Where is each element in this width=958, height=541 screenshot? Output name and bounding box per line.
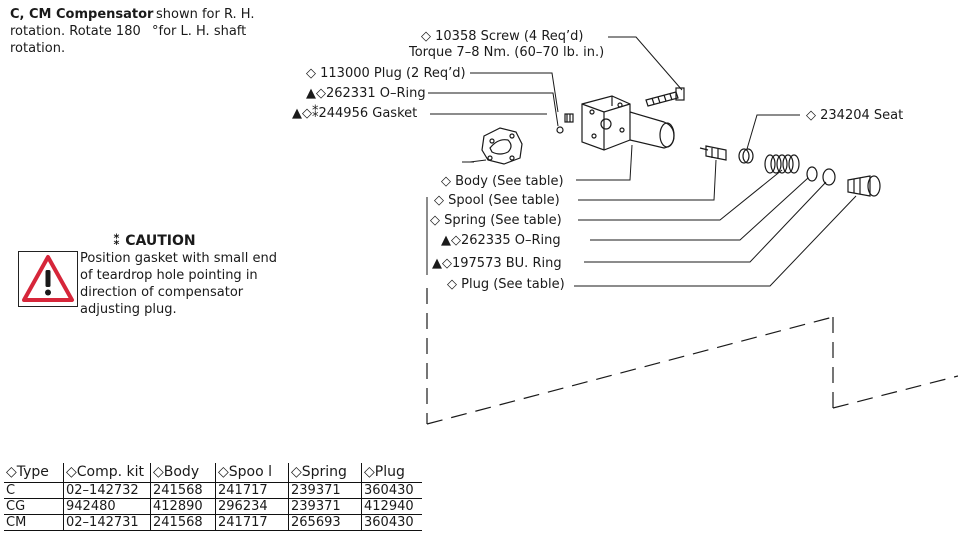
cell-body: 241568: [150, 514, 216, 531]
cell-spool: 296234: [215, 498, 289, 515]
spool-part: [699, 145, 727, 161]
col-spring: ◇Spring: [288, 463, 362, 483]
cell-body: 412890: [150, 498, 216, 515]
cell-spring: 239371: [288, 498, 362, 515]
cell-type: CM: [4, 514, 64, 531]
cell-plug: 360430: [361, 482, 422, 499]
adjusting-plug-part: [847, 175, 881, 197]
cell-spring: 265693: [288, 514, 362, 531]
header-line2: rotation. Rotate 180: [10, 24, 141, 39]
small-plug-part: [564, 113, 574, 123]
callout-backup-ring: ▲◇197573 BU. Ring: [432, 256, 562, 271]
callout-spool: ◇ Spool (See table): [434, 193, 560, 208]
backup-ring-part: [822, 168, 836, 186]
col-comp-kit: ◇Comp. kit: [63, 463, 151, 483]
col-plug: ◇Plug: [361, 463, 422, 483]
col-spool: ◇Spoo l: [215, 463, 289, 483]
caution-line-2: of teardrop hole pointing in: [80, 268, 258, 283]
table-row: CM 02–142731 241568 241717 265693 360430: [4, 514, 422, 531]
cell-plug: 360430: [361, 514, 422, 531]
callout-spring: ◇ Spring (See table): [430, 213, 562, 228]
callout-oring-262335: ▲◇262335 O–Ring: [441, 233, 561, 248]
cell-comp-kit: 02–142731: [63, 514, 151, 531]
caution-icon: [18, 251, 78, 307]
callout-screw-line1: ◇ 10358 Screw (4 Req’d): [421, 29, 584, 44]
leader-lines: [426, 36, 857, 287]
caution-line-4: adjusting plug.: [80, 302, 177, 317]
header-title: C, CM Compensator: [10, 7, 154, 22]
header-note2: °for L. H. shaft: [152, 24, 247, 39]
cell-type: CG: [4, 498, 64, 515]
cell-comp-kit: 02–142732: [63, 482, 151, 499]
screw-part: [645, 87, 685, 107]
cell-body: 241568: [150, 482, 216, 499]
caution-line-1: Position gasket with small end: [80, 251, 277, 266]
table-row: C 02–142732 241568 241717 239371 360430: [4, 482, 422, 499]
cell-type: C: [4, 482, 64, 499]
caution-line-3: direction of compensator: [80, 285, 244, 300]
callout-seat: ◇ 234204 Seat: [806, 108, 904, 123]
oring-part: [556, 126, 564, 134]
cell-comp-kit: 942480: [63, 498, 151, 515]
callout-screw-line2: Torque 7–8 Nm. (60–70 lb. in.): [409, 45, 605, 60]
header-line3: rotation.: [10, 41, 66, 56]
gasket-part: [481, 127, 523, 165]
spring-part: [764, 154, 800, 174]
callout-plug-113000: ◇ 113000 Plug (2 Req’d): [306, 66, 466, 81]
table-header-row: ◇Type ◇Comp. kit ◇Body ◇Spoo l ◇Spring ◇…: [4, 463, 422, 483]
callout-plug: ◇ Plug (See table): [447, 277, 565, 292]
cell-spring: 239371: [288, 482, 362, 499]
cell-plug: 412940: [361, 498, 422, 515]
col-body: ◇Body: [150, 463, 216, 483]
oring-262335-part: [806, 166, 818, 182]
callout-body: ◇ Body (See table): [441, 174, 564, 189]
parts-table: ◇Type ◇Comp. kit ◇Body ◇Spoo l ◇Spring ◇…: [4, 463, 422, 531]
cell-spool: 241717: [215, 482, 289, 499]
housing-outline: [426, 288, 958, 425]
header-note1: shown for R. H.: [156, 7, 255, 22]
col-type: ◇Type: [4, 463, 64, 483]
seat-part: [738, 148, 754, 164]
caution-title: ⁑ CAUTION: [113, 233, 196, 249]
callout-gasket: ▲◇⁑244956 Gasket: [292, 106, 418, 121]
body-part: [581, 95, 675, 151]
cell-spool: 241717: [215, 514, 289, 531]
table-row: CG 942480 412890 296234 239371 412940: [4, 498, 422, 515]
callout-oring-262331: ▲◇262331 O–Ring: [306, 86, 426, 101]
